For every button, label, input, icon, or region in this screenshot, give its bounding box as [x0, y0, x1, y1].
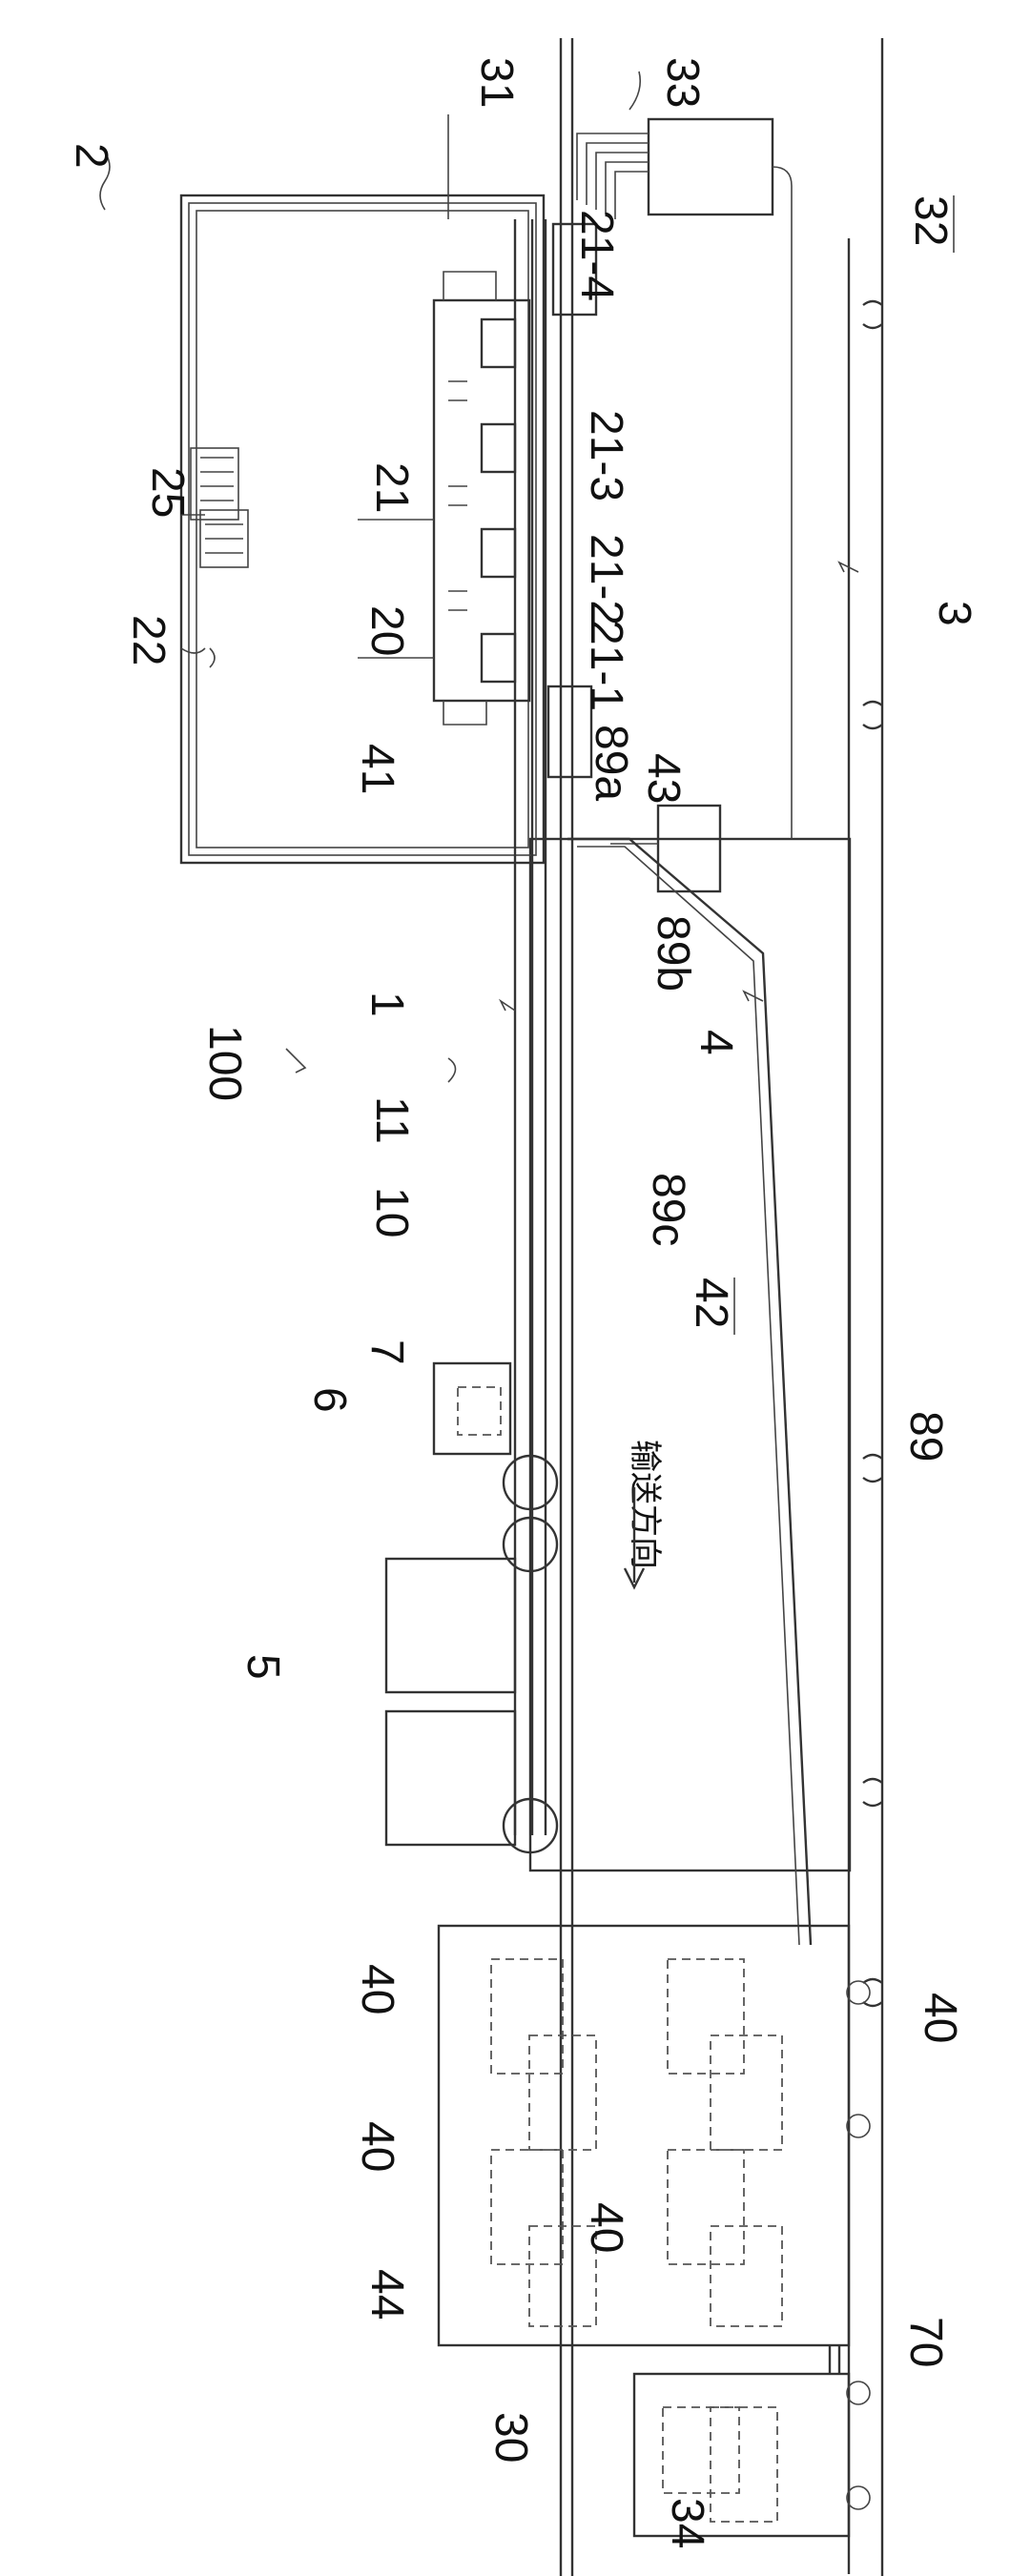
label-40-b: 40: [915, 1993, 965, 2043]
arrow-100: [285, 1048, 307, 1073]
label-5: 5: [237, 1654, 288, 1680]
label-11: 11: [366, 1096, 417, 1144]
base-34: [632, 2345, 871, 2538]
label-25: 25: [142, 467, 193, 518]
label-21-4: 21-4: [571, 210, 622, 301]
sensor-31: [551, 222, 598, 317]
units-5: [384, 1557, 517, 1847]
label-41: 41: [352, 744, 402, 794]
label-89b: 89b: [648, 915, 698, 992]
label-21-3: 21-3: [581, 410, 631, 501]
label-32: 32: [905, 195, 956, 246]
arrow-4: [742, 990, 764, 1002]
label-30: 30: [485, 2412, 536, 2463]
controller-33: [576, 117, 793, 839]
label-group: 33 31 2 21-4 32 21-3 21 25 21-2 21-1 22 …: [66, 57, 979, 2548]
arrow-1: [498, 998, 516, 1012]
label-3: 3: [929, 601, 979, 626]
label-4: 4: [691, 1030, 741, 1055]
cabinet-44: [437, 1924, 871, 2347]
label-21: 21: [366, 462, 417, 513]
label-40-a: 40: [352, 1964, 402, 2014]
label-2: 2: [66, 143, 116, 169]
label-31: 31: [471, 57, 522, 108]
label-conveyance-direction: 输送方向: [626, 1440, 664, 1569]
label-40-d: 40: [581, 2202, 631, 2253]
pipe-89: [567, 837, 813, 1946]
arrow-3: [837, 561, 859, 573]
label-89: 89: [900, 1411, 951, 1462]
label-22: 22: [123, 615, 174, 665]
label-6: 6: [304, 1387, 355, 1413]
label-34: 34: [662, 2498, 712, 2548]
label-100: 100: [199, 1025, 250, 1101]
items-25: [190, 447, 249, 668]
top-rail-lines: [559, 38, 884, 2576]
booth-2: [179, 194, 546, 865]
device-6: [432, 1361, 512, 1456]
label-44: 44: [361, 2269, 412, 2320]
label-42: 42: [686, 1278, 736, 1328]
label-20: 20: [361, 605, 412, 656]
leader-lines: [99, 71, 642, 1083]
label-33: 33: [657, 57, 708, 108]
label-43: 43: [638, 753, 689, 804]
label-10: 10: [366, 1187, 417, 1237]
label-21-2: 21-2: [581, 534, 631, 625]
head-module-20: [432, 271, 531, 726]
label-40-c: 40: [352, 2121, 402, 2172]
label-21-1: 21-1: [581, 620, 631, 711]
label-7: 7: [361, 1339, 412, 1365]
conveyance-direction-arrow: [623, 1487, 646, 1590]
label-1: 1: [361, 992, 412, 1017]
label-89c: 89c: [643, 1173, 693, 1246]
sensor-41: [546, 685, 593, 779]
rail-supports: [847, 238, 883, 2574]
label-70: 70: [900, 2317, 951, 2367]
conveyor-frame-1: [528, 837, 852, 1872]
label-89a: 89a: [586, 725, 636, 801]
